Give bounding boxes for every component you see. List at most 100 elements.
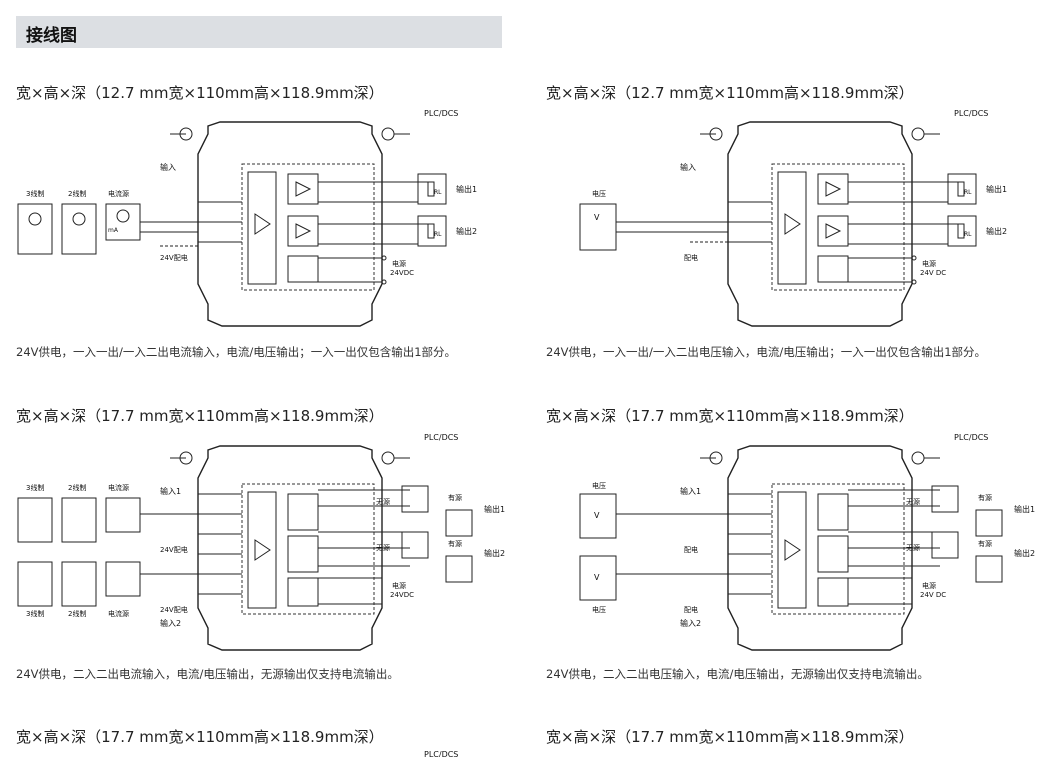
input-label: 输入 [160,162,176,172]
current-source-label: 电流源 [108,189,129,198]
rl-label: RL [434,189,442,196]
wire3-label: 3线制 [26,609,44,618]
wiring-diagram-partial: PLC/DCS [424,750,458,757]
wire2-label: 2线制 [68,483,86,492]
output1-label: 输出1 [456,184,477,194]
current-source-label: 电流源 [108,483,129,492]
passive-label: 无源 [906,497,920,506]
dimensions-text: 宽×高×深（17.7 mm宽×110mm高×118.9mm深） [546,728,914,746]
load-resistor-2 [947,215,977,247]
plc-label: PLC/DCS [954,433,988,442]
output-amp-1 [817,173,849,205]
load-resistor-1 [947,173,977,205]
v-label: V [594,511,600,520]
voltage-label: 电压 [592,605,606,614]
wire3-label: 3线制 [26,189,44,198]
wire3-label: 3线制 [26,483,44,492]
rl-label: RL [964,231,972,238]
section-title: 接线图 [26,26,77,46]
active-label: 有源 [978,539,992,548]
internal-boundary [771,163,905,291]
passive-label: 无源 [376,497,390,506]
feed24-label: 24V配电 [160,545,188,554]
sensor-2wire [61,203,97,255]
module-housing [727,445,913,651]
active-label: 有源 [448,539,462,548]
output-amp-2 [287,215,319,247]
active-label: 有源 [448,493,462,502]
output2-label: 输出2 [986,226,1007,236]
active-label: 有源 [978,493,992,502]
isolation-block [777,171,807,285]
load-resistor-1 [417,173,447,205]
wire2-label: 2线制 [68,189,86,198]
diagram-caption: 24V供电，二入二出电流输入，电流/电压输出，无源输出仅支持电流输出。 [16,667,399,681]
output2-label: 输出2 [484,548,505,558]
v-label: V [594,213,600,222]
output-amp-1 [287,173,319,205]
output-amp-2 [817,215,849,247]
plc-label: PLC/DCS [954,109,988,118]
internal-boundary [241,483,375,615]
output1-label: 输出1 [1014,504,1035,514]
module-housing [197,445,383,651]
v24dc-label: 24V DC [920,591,946,599]
power-label: 电源 [922,581,936,590]
wiring-diagram-current-1ch: PLC/DCS 输入 3线制 2线制 电流源 24V配电 mA 输出1 输出2 … [17,109,477,327]
input2-label: 输入2 [680,618,701,628]
internal-boundary [771,483,905,615]
output1-label: 输出1 [484,504,505,514]
input1-label: 输入1 [160,486,181,496]
diagram-caption: 24V供电，一入一出/一入二出电压输入，电流/电压输出；一入一出仅包含输出1部分… [546,345,987,359]
passive-label: 无源 [376,543,390,552]
v24dc-label: 24VDC [390,591,414,599]
power-transformer [817,255,849,283]
input1-label: 输入1 [680,486,701,496]
v24dc-label: 24V DC [920,269,946,277]
voltage-source [579,203,617,251]
section-header: 接线图 [16,16,502,48]
rl-label: RL [434,231,442,238]
current-source-label: 电流源 [108,609,129,618]
plc-label: PLC/DCS [424,750,458,757]
input-amp-symbol [254,213,271,235]
power-label: 电源 [392,259,406,268]
sensor-3wire [17,203,53,255]
diagram-caption: 24V供电，二入二出电压输入，电流/电压输出，无源输出仅支持电流输出。 [546,667,929,681]
feed24-label: 24V配电 [160,605,188,614]
ma-label: mA [108,227,119,234]
power-transformer [287,255,319,283]
input-label: 输入 [680,162,696,172]
power-label: 电源 [392,581,406,590]
wiring-diagram-current-2ch: PLC/DCS 输入1 输入2 3线制 2线制 电流源 3线制 2线制 电流源 … [17,433,505,651]
plc-label: PLC/DCS [424,433,458,442]
dimensions-text: 宽×高×深（17.7 mm宽×110mm高×118.9mm深） [16,728,384,746]
output1-label: 输出1 [986,184,1007,194]
load-resistor-2 [417,215,447,247]
isolation-block [777,491,807,609]
output2-label: 输出2 [1014,548,1035,558]
dimensions-text: 宽×高×深（12.7 mm宽×110mm高×118.9mm深） [16,84,384,102]
wiring-diagram-voltage-2ch: PLC/DCS 输入1 输入2 电压 电压 V V 配电 配电 输出1 输出2 … [579,433,1035,651]
isolation-block [247,491,277,609]
diagram-caption: 24V供电，一入一出/一入二出电流输入，电流/电压输出；一入一出仅包含输出1部分… [16,345,457,359]
feed-label: 配电 [684,253,698,262]
v-label: V [594,573,600,582]
rl-label: RL [964,189,972,196]
dimensions-text: 宽×高×深（17.7 mm宽×110mm高×118.9mm深） [546,407,914,425]
module-housing [727,121,913,327]
wire2-label: 2线制 [68,609,86,618]
output2-label: 输出2 [456,226,477,236]
feed24-label: 24V配电 [160,253,188,262]
plc-label: PLC/DCS [424,109,458,118]
passive-label: 无源 [906,543,920,552]
dimensions-text: 宽×高×深（17.7 mm宽×110mm高×118.9mm深） [16,407,384,425]
v24dc-label: 24VDC [390,269,414,277]
power-label: 电源 [922,259,936,268]
module-housing [197,121,383,327]
voltage-label: 电压 [592,189,606,198]
input2-label: 输入2 [160,618,181,628]
voltage-label: 电压 [592,481,606,490]
dimensions-text: 宽×高×深（12.7 mm宽×110mm高×118.9mm深） [546,84,914,102]
wiring-diagram-voltage-1ch: PLC/DCS 输入 电压 V 配电 输出1 输出2 RL RL 电源 24V … [579,109,1007,327]
